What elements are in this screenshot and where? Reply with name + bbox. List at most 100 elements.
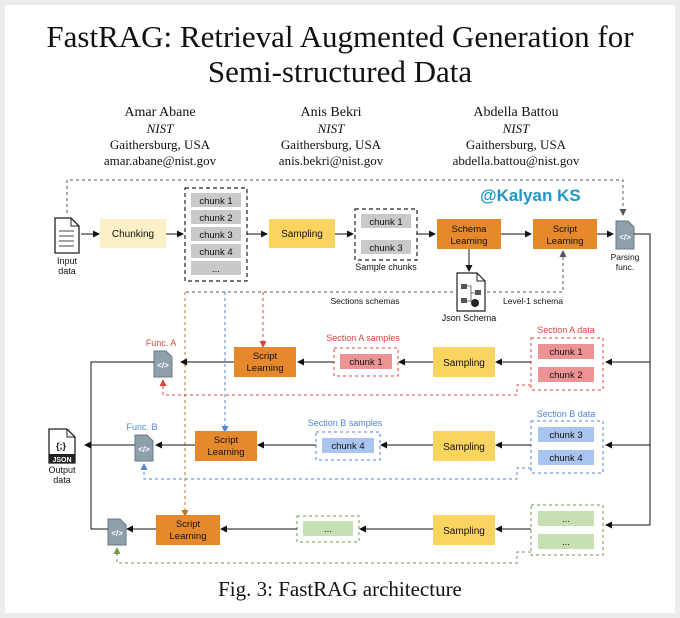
script-learning-c-label-2: Learning (170, 531, 207, 542)
json-schema-label: Json Schema (442, 313, 497, 323)
section-c-chunk-label: ... (562, 514, 570, 525)
watermark-text: @Kalyan KS (480, 186, 581, 205)
section-b-chunk-label: chunk 3 (549, 430, 582, 441)
author-affiliation: NIST (146, 121, 174, 136)
section-a-chunk-label: chunk 2 (549, 370, 582, 381)
script-learning-b-label-2: Learning (208, 447, 245, 458)
sections-schemas-label: Sections schemas (331, 296, 400, 306)
section-b-chunk (538, 450, 594, 465)
input-to-parsing-dashed-arrow (66, 179, 627, 216)
parsing-output-line (605, 233, 651, 529)
section-a-sample-chunk (340, 354, 392, 369)
chunking-box (100, 219, 166, 248)
section-b-feedback-dashed-arrow (140, 463, 531, 480)
section-c-feedback-dashed-arrow (113, 547, 531, 564)
chunk-item (191, 261, 241, 275)
svg-text:</>: </> (157, 361, 169, 370)
sampling-b-box (433, 431, 495, 461)
sampling-a-label: Sampling (443, 358, 485, 369)
section-b-samples-label: Section B samples (308, 418, 383, 428)
svg-text:</>: </> (111, 529, 123, 538)
paper-page: FastRAG: Retrieval Augmented Generation … (5, 5, 675, 613)
author-email: amar.abane@nist.gov (103, 153, 217, 168)
chunk-item-label: chunk 2 (199, 213, 232, 224)
author-block-1: Amar Abane NIST Gaithersburg, USA amar.a… (80, 105, 240, 169)
author-affiliation: NIST (502, 121, 530, 136)
sample-chunk-label: chunk 3 (369, 243, 402, 254)
sampling-b-label: Sampling (443, 442, 485, 453)
author-location: Gaithersburg, USA (465, 137, 567, 152)
sampling-box (269, 219, 335, 248)
output-data-label: Output (48, 465, 76, 475)
script-learning-box (533, 219, 597, 249)
output-data-label-2: data (53, 475, 71, 485)
script-learning-a-label-2: Learning (247, 363, 284, 374)
script-learning-b-box (195, 431, 257, 461)
func-b-label: Func. B (126, 422, 157, 432)
section-a-sample-label: chunk 1 (349, 357, 382, 368)
sampling-c-label: Sampling (443, 526, 485, 537)
section-c-chunk (538, 534, 594, 549)
section-a-chunk (538, 344, 594, 359)
fastrag-architecture-diagram: @Kalyan KS Input data Chunking chunk 1 c… (48, 179, 651, 564)
sampling-label: Sampling (281, 229, 323, 240)
chunk-item (191, 227, 241, 241)
section-c-sample-label: ... (324, 524, 332, 535)
sample-chunks-label: Sample chunks (355, 262, 417, 272)
author-block-3: Abdella Battou NIST Gaithersburg, USA ab… (436, 105, 596, 169)
script-learning-c-box (156, 515, 220, 545)
author-location: Gaithersburg, USA (109, 137, 211, 152)
section-a-chunk (538, 367, 594, 382)
section-a-feedback-dashed-arrow (159, 379, 531, 396)
input-data-label-2: data (58, 266, 76, 276)
script-learning-label: Script (553, 224, 578, 235)
paper-title-line-1: FastRAG: Retrieval Augmented Generation … (46, 19, 634, 54)
section-c-chunk-label: ... (562, 537, 570, 548)
author-name: Amar Abane (124, 105, 196, 120)
section-b-data-label: Section B data (537, 409, 596, 419)
func-b-code-icon: </> (134, 434, 154, 462)
input-data-label: Input (57, 256, 78, 266)
script-learning-b-label: Script (214, 435, 239, 446)
script-learning-label-2: Learning (547, 236, 584, 247)
chunk-item-label: chunk 1 (199, 196, 232, 207)
section-c-chunk (538, 511, 594, 526)
schema-learning-label: Schema (452, 224, 488, 235)
schema-learning-box (437, 219, 501, 249)
section-b-sample-chunk (322, 438, 374, 453)
sampling-a-box (433, 347, 495, 377)
chunk-item-label: chunk 4 (199, 247, 232, 258)
chunking-label: Chunking (112, 229, 154, 240)
section-b-chunk (538, 427, 594, 442)
parsing-func-label-2: func. (616, 262, 634, 272)
section-b-sample-label: chunk 4 (331, 441, 364, 452)
sample-chunk-item (361, 214, 411, 228)
paper-title-line-2: Semi-structured Data (207, 54, 473, 89)
section-a-data-label: Section A data (537, 325, 595, 335)
sample-chunk-label: chunk 1 (369, 217, 402, 228)
section-a-samples-label: Section A samples (326, 333, 400, 343)
json-schema-icon (456, 272, 486, 312)
svg-text:</>: </> (619, 233, 631, 242)
chunk-item (191, 244, 241, 258)
script-learning-c-label: Script (176, 519, 201, 530)
level1-schema-dashed-arrow (487, 250, 567, 293)
author-email: anis.bekri@nist.gov (278, 153, 384, 168)
parsing-func-label: Parsing (611, 252, 640, 262)
figure-caption: Fig. 3: FastRAG architecture (218, 577, 462, 601)
level1-schema-label: Level-1 schema (503, 296, 563, 306)
func-a-label: Func. A (146, 338, 177, 348)
json-output-file-icon: {;} JSON (48, 428, 76, 464)
section-a-chunk-label: chunk 1 (549, 347, 582, 358)
script-learning-a-box (234, 347, 296, 377)
author-block-2: Anis Bekri NIST Gaithersburg, USA anis.b… (251, 105, 411, 169)
sample-chunk-item (361, 240, 411, 254)
func-c-code-icon: </> (107, 518, 127, 546)
chunk-item-label: ... (212, 264, 220, 275)
author-affiliation: NIST (317, 121, 345, 136)
svg-text:{;}: {;} (56, 441, 66, 451)
chunk-item (191, 210, 241, 224)
chunk-item-label: chunk 3 (199, 230, 232, 241)
sampling-c-box (433, 515, 495, 545)
section-b-chunk-label: chunk 4 (549, 453, 582, 464)
